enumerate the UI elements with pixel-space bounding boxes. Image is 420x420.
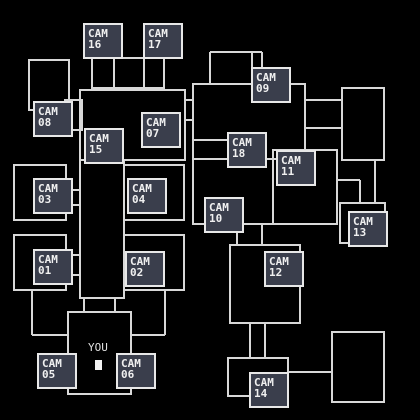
- camera-button-11[interactable]: CAM 11: [276, 150, 316, 186]
- camera-number: 12: [269, 266, 283, 279]
- camera-label: CAM: [38, 105, 58, 118]
- camera-label: CAM: [42, 357, 62, 370]
- room-outline: [79, 89, 186, 161]
- camera-button-17[interactable]: CAM 17: [143, 23, 183, 59]
- camera-number: 04: [132, 193, 146, 206]
- camera-number: 10: [209, 212, 223, 225]
- camera-label: CAM: [269, 255, 289, 268]
- camera-button-15[interactable]: CAM 15: [84, 128, 124, 164]
- camera-button-16[interactable]: CAM 16: [83, 23, 123, 59]
- camera-label: CAM: [88, 27, 108, 40]
- room-outline: [331, 331, 385, 403]
- room-outline: [123, 234, 185, 291]
- camera-label: CAM: [38, 182, 58, 195]
- camera-label: CAM: [121, 357, 141, 370]
- camera-number: 14: [254, 387, 268, 400]
- camera-number: 13: [353, 226, 367, 239]
- camera-button-08[interactable]: CAM 08: [33, 101, 73, 137]
- camera-label: CAM: [146, 116, 166, 129]
- camera-label: CAM: [209, 201, 229, 214]
- camera-number: 18: [232, 147, 246, 160]
- camera-number: 03: [38, 193, 52, 206]
- camera-label: CAM: [38, 253, 58, 266]
- camera-label: CAM: [353, 215, 373, 228]
- room-outline: [341, 87, 385, 161]
- camera-label: CAM: [89, 132, 109, 145]
- camera-number: 08: [38, 116, 52, 129]
- camera-number: 01: [38, 264, 52, 277]
- camera-label: CAM: [130, 255, 150, 268]
- camera-number: 11: [281, 165, 295, 178]
- camera-button-12[interactable]: CAM 12: [264, 251, 304, 287]
- camera-number: 17: [148, 38, 162, 51]
- camera-label: CAM: [232, 136, 252, 149]
- camera-button-05[interactable]: CAM 05: [37, 353, 77, 389]
- player-marker-icon: [95, 360, 102, 370]
- camera-label: CAM: [254, 376, 274, 389]
- camera-number: 05: [42, 368, 56, 381]
- camera-button-14[interactable]: CAM 14: [249, 372, 289, 408]
- room-outline: [79, 159, 125, 299]
- camera-button-01[interactable]: CAM 01: [33, 249, 73, 285]
- camera-label: CAM: [148, 27, 168, 40]
- camera-number: 16: [88, 38, 102, 51]
- camera-button-03[interactable]: CAM 03: [33, 178, 73, 214]
- camera-button-09[interactable]: CAM 09: [251, 67, 291, 103]
- camera-number: 09: [256, 82, 270, 95]
- camera-button-06[interactable]: CAM 06: [116, 353, 156, 389]
- camera-label: CAM: [256, 71, 276, 84]
- camera-button-02[interactable]: CAM 02: [125, 251, 165, 287]
- camera-button-10[interactable]: CAM 10: [204, 197, 244, 233]
- camera-label: CAM: [281, 154, 301, 167]
- camera-number: 15: [89, 143, 103, 156]
- camera-button-18[interactable]: CAM 18: [227, 132, 267, 168]
- room-outline: [91, 57, 165, 89]
- camera-number: 06: [121, 368, 135, 381]
- camera-label: CAM: [132, 182, 152, 195]
- camera-button-07[interactable]: CAM 07: [141, 112, 181, 148]
- camera-number: 07: [146, 127, 160, 140]
- camera-number: 02: [130, 266, 144, 279]
- camera-button-13[interactable]: CAM 13: [348, 211, 388, 247]
- camera-button-04[interactable]: CAM 04: [127, 178, 167, 214]
- you-label: YOU: [88, 341, 108, 354]
